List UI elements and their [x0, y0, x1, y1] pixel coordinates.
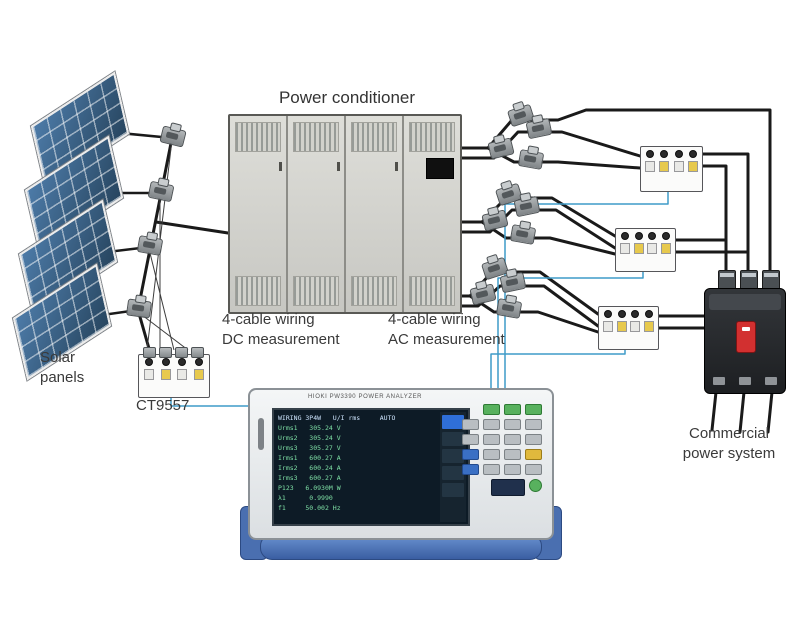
- analyzer-screen: WIRING 3P4W U/I rms AUTO Urms1 305.24 V …: [272, 408, 470, 526]
- breaker-top-panel: [709, 294, 781, 310]
- screen-menu-cell: [442, 432, 464, 446]
- solar-panels-label: Solar panels: [40, 349, 85, 386]
- commercial-power-label: Commercial power system: [682, 425, 776, 462]
- key: [483, 464, 500, 475]
- screen-menu-cell: [442, 483, 464, 497]
- analyzer-brand-text: HIOKI PW3390 POWER ANALYZER: [308, 394, 423, 400]
- breaker-foot: [713, 377, 725, 385]
- key: [483, 434, 500, 445]
- ct9557-sensor-unit: [138, 347, 210, 398]
- current-sensor-clamp: [125, 298, 153, 319]
- key: [462, 464, 479, 475]
- terminal-row: [141, 358, 207, 366]
- vent-grille: [235, 122, 281, 152]
- terminal-block-1: [640, 146, 703, 192]
- power-analyzer: HIOKI PW3390 POWER ANALYZER WIRING 3P4W …: [240, 388, 562, 560]
- ac-measurement-label: 4-cable wiring AC measurement: [388, 311, 505, 348]
- key: [504, 434, 521, 445]
- screen-row: λ1 0.9990: [278, 494, 333, 502]
- clamp-connector: [159, 347, 172, 358]
- breaker-foot: [765, 377, 777, 385]
- key: [483, 419, 500, 430]
- vent-grille: [409, 122, 455, 152]
- screen-row: f1 50.002 Hz: [278, 504, 341, 512]
- key: [504, 419, 521, 430]
- vent-grille: [293, 276, 339, 306]
- key: [462, 434, 479, 445]
- terminal-block-2: [615, 228, 676, 272]
- key-display: [491, 479, 525, 496]
- power-conditioner-cabinet: [228, 114, 462, 314]
- key: [504, 464, 521, 475]
- system-key: [504, 404, 521, 415]
- terminal-row: [141, 369, 207, 380]
- key: [504, 449, 521, 460]
- terminal-block-3: [598, 306, 659, 350]
- key: [483, 449, 500, 460]
- conditioner-door: [346, 116, 404, 312]
- vent-grille: [351, 122, 397, 152]
- key: [462, 449, 479, 460]
- dc-measurement-label: 4-cable wiring DC measurement: [222, 311, 340, 348]
- key: [462, 419, 479, 430]
- analyzer-front-panel: HIOKI PW3390 POWER ANALYZER WIRING 3P4W …: [248, 388, 554, 540]
- screen-row: Irms3 600.27 A: [278, 474, 341, 482]
- screen-row: Irms1 600.27 A: [278, 454, 341, 462]
- key: [525, 464, 542, 475]
- screen-row: Urms2 305.24 V: [278, 434, 341, 442]
- meas-key: [483, 404, 500, 415]
- file-key: [525, 404, 542, 415]
- screen-row: WIRING 3P4W U/I rms AUTO: [278, 414, 396, 422]
- conditioner-display: [426, 158, 454, 179]
- conditioner-door: [230, 116, 288, 312]
- conditioner-door: [288, 116, 346, 312]
- analyzer-keypad: [458, 404, 542, 496]
- screen-menu-column: [440, 412, 466, 522]
- vent-grille: [293, 122, 339, 152]
- screen-menu-cell: [442, 466, 464, 480]
- clamp-connector: [191, 347, 204, 358]
- screen-row: Urms1 305.24 V: [278, 424, 341, 432]
- clamp-connector: [143, 347, 156, 358]
- start-key: [529, 479, 542, 492]
- ct9557-label: CT9557: [136, 397, 190, 414]
- door-handle: [337, 162, 340, 171]
- conditioner-door: [404, 116, 460, 312]
- door-handle: [395, 162, 398, 171]
- breaker-foot: [739, 377, 751, 385]
- screen-menu-cell: [442, 449, 464, 463]
- circuit-breaker: [704, 288, 786, 394]
- analyzer-side-slot: [258, 418, 264, 450]
- door-handle: [279, 162, 282, 171]
- screen-menu-cell: [442, 415, 464, 429]
- key: [525, 419, 542, 430]
- vent-grille: [409, 276, 455, 306]
- screen-row: Irms2 600.24 A: [278, 464, 341, 472]
- vent-grille: [351, 276, 397, 306]
- screen-row: Urms3 305.27 V: [278, 444, 341, 452]
- clamp-connector: [175, 347, 188, 358]
- key: [525, 434, 542, 445]
- key: [525, 449, 542, 460]
- screen-row: P123 6.0930M W: [278, 484, 341, 492]
- breaker-switch: [736, 321, 756, 353]
- vent-grille: [235, 276, 281, 306]
- power-conditioner-label: Power conditioner: [278, 88, 416, 107]
